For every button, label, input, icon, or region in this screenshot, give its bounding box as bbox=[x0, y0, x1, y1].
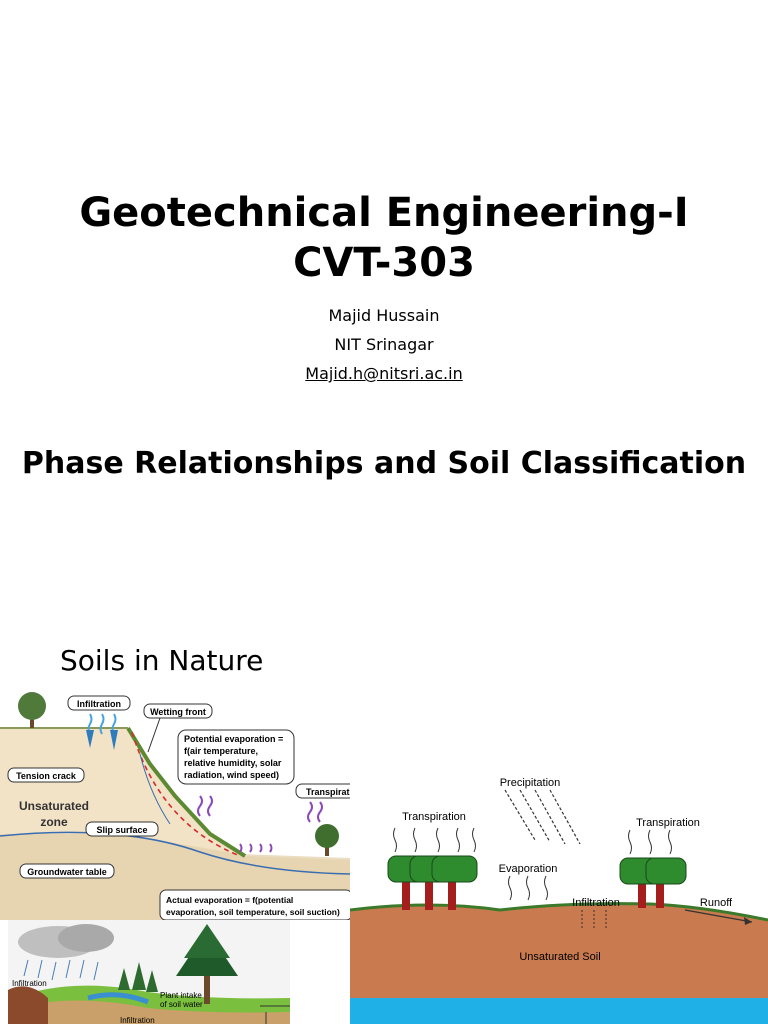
plant-intake-line1: Plant intake bbox=[160, 991, 202, 1000]
potential-evap-line3: relative humidity, solar bbox=[184, 758, 282, 768]
unsaturated-zone-line2: zone bbox=[40, 815, 68, 829]
evaporation-label: Evaporation bbox=[499, 863, 558, 875]
transpiration-right-label: Transpiration bbox=[636, 817, 700, 829]
tree-icon bbox=[645, 857, 687, 885]
actual-evap-line1: Actual evaporation = f(potential bbox=[166, 895, 293, 905]
infiltration-left-label: Infiltration bbox=[12, 979, 47, 988]
water-cycle-diagram: Precipitation Transpiration Transpiratio… bbox=[350, 760, 768, 1024]
tree-icon bbox=[431, 855, 478, 883]
transpiration-label: Transpirat bbox=[306, 787, 350, 797]
email-link[interactable]: Majid.h@nitsri.ac.in bbox=[305, 364, 463, 383]
tension-crack-label: Tension crack bbox=[16, 771, 77, 781]
actual-evap-line2: evaporation, soil temperature, soil suct… bbox=[166, 907, 340, 917]
transpiration-left-label: Transpiration bbox=[402, 811, 466, 823]
institute-name: NIT Srinagar bbox=[334, 335, 434, 354]
potential-evap-line4: radiation, wind speed) bbox=[184, 770, 279, 780]
runoff-label: Runoff bbox=[700, 897, 733, 909]
unsaturated-zone-line1: Unsaturated bbox=[19, 799, 89, 813]
tree-icon bbox=[118, 968, 130, 990]
tree-icon bbox=[315, 824, 339, 848]
infiltration-bottom-label: Infiltration bbox=[120, 1016, 155, 1024]
section-title: Soils in Nature bbox=[60, 644, 264, 677]
infiltration-label: Infiltration bbox=[572, 897, 620, 909]
slide-title-line2: CVT-303 bbox=[293, 240, 475, 286]
potential-evap-line2: f(air temperature, bbox=[184, 746, 258, 756]
precipitation-label: Precipitation bbox=[500, 777, 561, 789]
unsaturated-soil-label: Unsaturated Soil bbox=[519, 951, 600, 963]
tree-icon bbox=[146, 970, 158, 992]
slide-subtitle: Phase Relationships and Soil Classificat… bbox=[21, 446, 747, 481]
author-name: Majid Hussain bbox=[328, 306, 440, 325]
infiltration-label: Infiltration bbox=[77, 699, 121, 709]
tree-icon bbox=[18, 692, 46, 720]
slip-surface-label: Slip surface bbox=[96, 825, 147, 835]
landscape-illustration: Infiltration Plant intake of soil water … bbox=[8, 920, 290, 1024]
slide-title-line1: Geotechnical Engineering-I bbox=[79, 190, 689, 236]
slope-diagram: Infiltration Wetting front Potential eva… bbox=[0, 684, 350, 920]
potential-evap-line1: Potential evaporation = bbox=[184, 734, 283, 744]
plant-intake-line2: of soil water bbox=[160, 1000, 203, 1009]
tree-icon bbox=[132, 962, 146, 990]
wetting-front-label: Wetting front bbox=[150, 707, 206, 717]
groundwater-table-label: Groundwater table bbox=[27, 867, 107, 877]
